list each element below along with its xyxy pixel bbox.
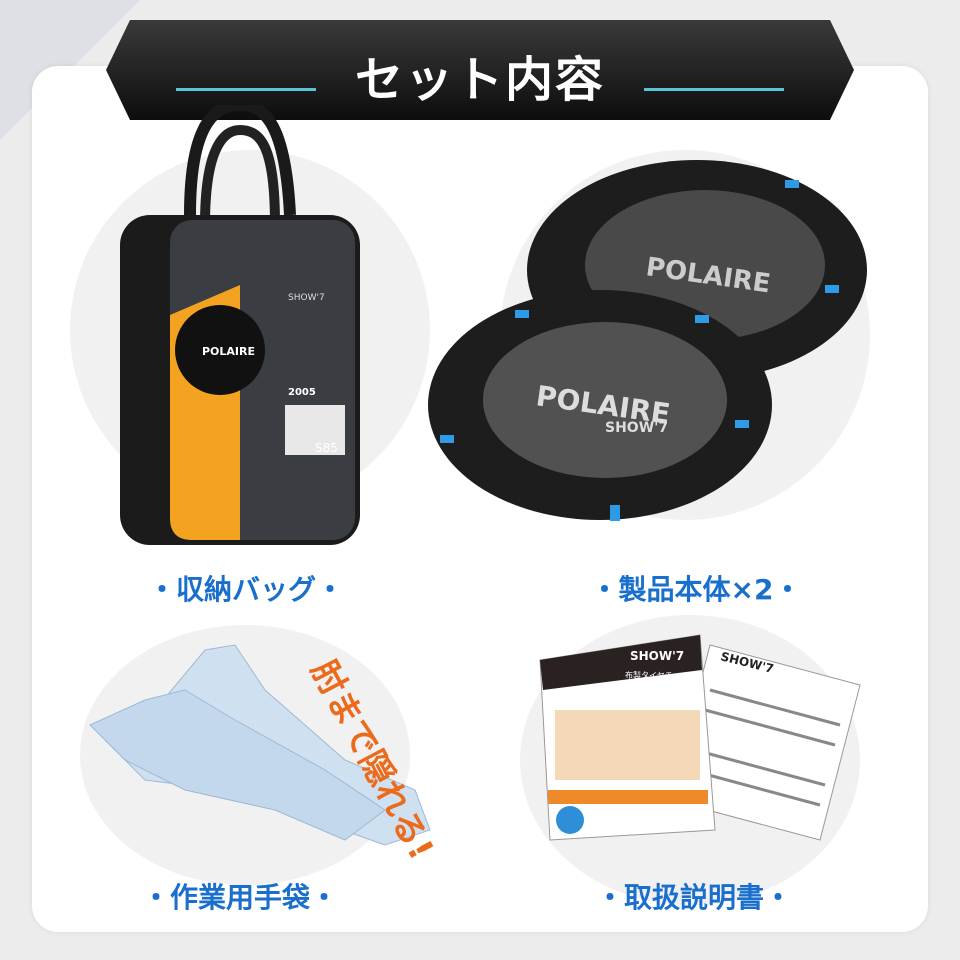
product-body-image: POLAIRE POLAIRE SHOW'7 <box>428 160 867 521</box>
label-work-gloves: ・作業用手袋・ <box>141 881 338 914</box>
bag-year: 2005 <box>288 387 316 398</box>
manual-subtitle: 布製タイヤチェーン <box>625 670 696 680</box>
banner-line-right <box>644 88 784 91</box>
banner-line-left <box>176 88 316 91</box>
storage-bag-image: POLAIRE SHOW'7 2005 S85 <box>120 105 360 545</box>
manual-image: SHOW'7 SHOW'7 布製タイヤチェーン <box>539 634 861 841</box>
chain-product: SHOW'7 <box>605 420 668 436</box>
bag-product: SHOW'7 <box>288 293 325 303</box>
label-storage-bag: ・収納バッグ・ <box>147 573 344 606</box>
bag-brand: POLAIRE <box>202 345 255 358</box>
bag-size: S85 <box>315 441 338 455</box>
gloves-image <box>89 644 431 846</box>
banner-shape <box>106 20 854 120</box>
label-product-body: ・製品本体×2・ <box>590 573 802 606</box>
page-title: セット内容 <box>354 52 605 108</box>
header-banner: セット内容 <box>106 20 854 120</box>
manual-title: SHOW'7 <box>630 649 684 663</box>
label-instruction-manual: ・取扱説明書・ <box>595 881 792 914</box>
